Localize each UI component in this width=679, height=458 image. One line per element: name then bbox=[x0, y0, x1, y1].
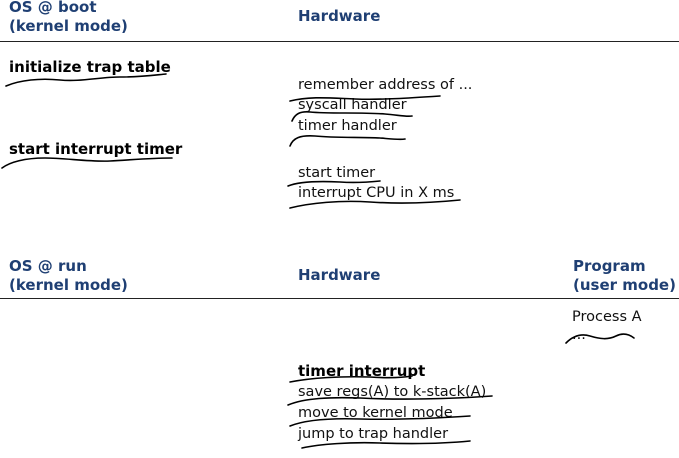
hw-timer-interrupt: timer interrupt bbox=[298, 362, 426, 380]
os-step-initialize-trap-table: initialize trap table bbox=[9, 58, 171, 76]
boot-os-header-line2: (kernel mode) bbox=[9, 17, 128, 35]
os-step-start-interrupt-timer: start interrupt timer bbox=[9, 140, 183, 158]
run-prog-header-line2: (user mode) bbox=[573, 276, 676, 294]
run-os-header-line2: (kernel mode) bbox=[9, 276, 128, 294]
hw-interrupt-cpu: interrupt CPU in X ms bbox=[298, 185, 455, 201]
hw-jump-to-trap-handler: jump to trap handler bbox=[298, 426, 449, 442]
run-header-divider bbox=[0, 298, 679, 299]
hw-timer-handler: timer handler bbox=[298, 118, 397, 134]
boot-hw-header: Hardware bbox=[298, 7, 381, 25]
run-os-header-line1: OS @ run bbox=[9, 257, 87, 275]
hw-syscall-handler: syscall handler bbox=[298, 97, 407, 113]
run-prog-header-line1: Program bbox=[573, 257, 646, 275]
run-hw-header: Hardware bbox=[298, 266, 381, 284]
underline-timer-handler bbox=[289, 135, 406, 147]
boot-header-divider bbox=[0, 41, 679, 42]
prog-ellipsis: ... bbox=[572, 327, 586, 343]
prog-process-a: Process A bbox=[572, 309, 642, 325]
hw-start-timer: start timer bbox=[298, 165, 376, 181]
hw-remember-title: remember address of ... bbox=[298, 77, 473, 93]
hw-move-to-kernel-mode: move to kernel mode bbox=[298, 405, 453, 421]
underline-start-interrupt-timer bbox=[1, 157, 173, 169]
boot-os-header-line1: OS @ boot bbox=[9, 0, 97, 16]
hw-save-regs: save regs(A) to k-stack(A) bbox=[298, 384, 487, 400]
